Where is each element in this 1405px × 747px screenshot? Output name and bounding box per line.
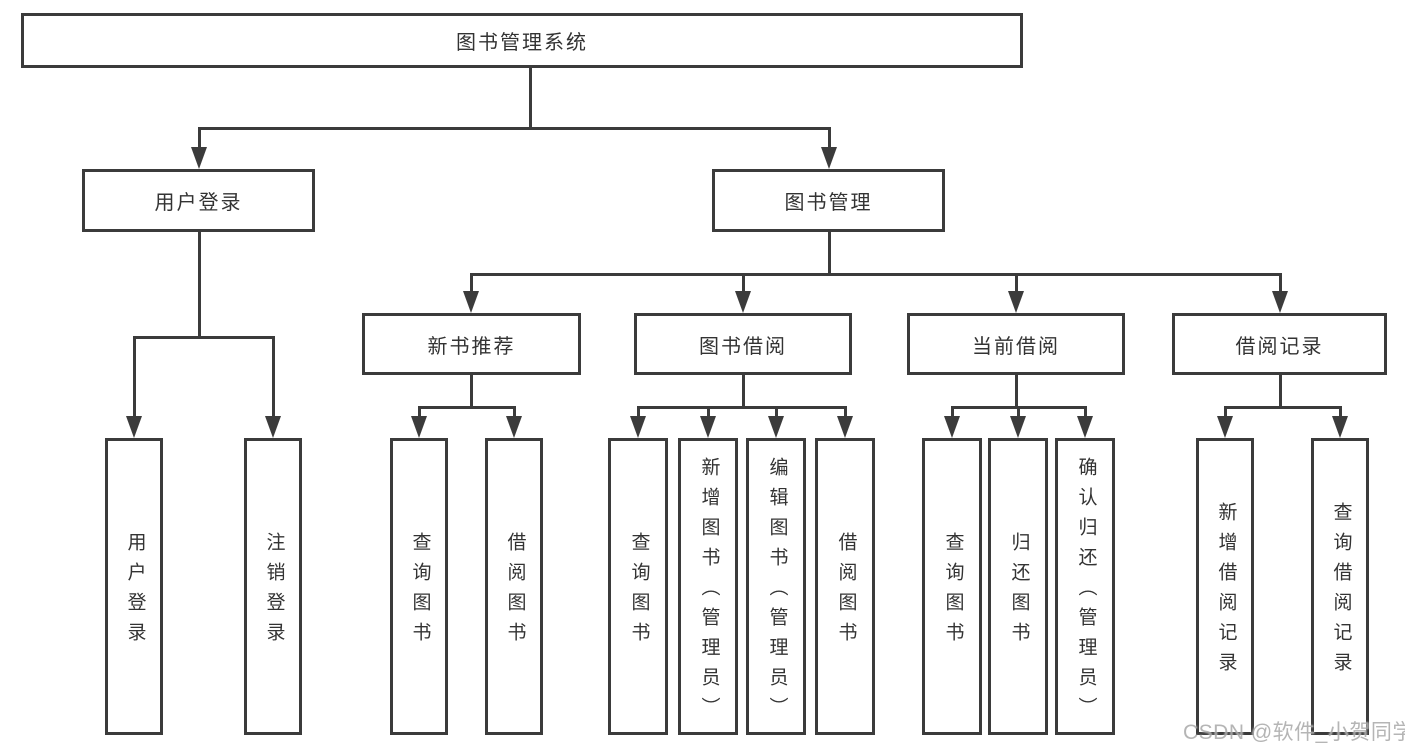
leaf-borrow-query-books: 查询图书	[608, 438, 668, 735]
arrowhead-down-icon	[506, 416, 522, 438]
connector-user-login-stem	[198, 232, 201, 336]
connector-current-borrow-stem	[1015, 375, 1018, 406]
node-label: 新书推荐	[427, 335, 516, 358]
arrowhead-down-icon	[700, 416, 716, 438]
arrowhead-down-icon	[1010, 416, 1026, 438]
connector-drop-leaf	[707, 406, 710, 422]
connector-book-mgmt-stem	[828, 232, 831, 273]
node-new-book-recommend: 新书推荐	[362, 313, 581, 375]
node-label: 图书管理	[784, 192, 873, 214]
connector-drop-leaf	[951, 406, 954, 422]
node-user-login: 用户登录	[82, 169, 315, 232]
connector-book-borrow-horizontal	[637, 406, 846, 409]
leaf-current-confirm-return-admin: 确认归还（管理员）	[1055, 438, 1115, 735]
connector-drop-leaf	[637, 406, 640, 422]
leaf-label: 查询图书	[409, 531, 431, 652]
arrowhead-down-icon	[837, 416, 853, 438]
connector-drop-leaf	[418, 406, 421, 422]
connector-drop-leaf	[272, 336, 275, 422]
connector-drop-leaf	[513, 406, 516, 422]
leaf-current-return-books: 归还图书	[988, 438, 1048, 735]
leaf-logout: 注销登录	[244, 438, 302, 735]
leaf-label: 查询借阅记录	[1330, 501, 1352, 682]
leaf-label: 借阅图书	[835, 531, 857, 652]
connector-drop-user-login	[198, 127, 201, 153]
leaf-label: 新增借阅记录	[1215, 501, 1237, 682]
connector-book-borrow-stem	[742, 375, 745, 406]
leaf-label: 注销登录	[263, 531, 285, 652]
leaf-current-query-books: 查询图书	[922, 438, 982, 735]
leaf-label: 用户登录	[124, 531, 146, 652]
node-root-library-management-system: 图书管理系统	[21, 13, 1023, 68]
leaf-label: 编辑图书（管理员）	[766, 456, 788, 727]
node-book-borrow: 图书借阅	[634, 313, 852, 375]
connector-drop-leaf	[1224, 406, 1227, 422]
arrowhead-down-icon	[265, 416, 281, 438]
connector-drop-leaf	[1017, 406, 1020, 422]
csdn-watermark: CSDN @软件_小贺同学	[1183, 721, 1405, 744]
leaf-user-login: 用户登录	[105, 438, 163, 735]
leaf-label: 归还图书	[1008, 531, 1030, 652]
connector-user-login-horizontal	[133, 336, 274, 339]
connector-root-stem	[529, 68, 532, 127]
arrowhead-down-icon	[1077, 416, 1093, 438]
arrowhead-down-icon	[944, 416, 960, 438]
arrowhead-down-icon	[735, 291, 751, 313]
connector-drop-book-mgmt	[828, 127, 831, 153]
leaf-borrow-borrow-books: 借阅图书	[815, 438, 875, 735]
connector-borrow-records-horizontal	[1224, 406, 1341, 409]
connector-drop-leaf	[1084, 406, 1087, 422]
arrowhead-down-icon	[1008, 291, 1024, 313]
connector-drop-leaf	[133, 336, 136, 422]
arrowhead-down-icon	[1332, 416, 1348, 438]
leaf-label: 确认归还（管理员）	[1075, 456, 1097, 727]
node-current-borrow: 当前借阅	[907, 313, 1125, 375]
arrowhead-down-icon	[768, 416, 784, 438]
node-borrow-records: 借阅记录	[1172, 313, 1387, 375]
arrowhead-down-icon	[411, 416, 427, 438]
leaf-borrow-edit-books-admin: 编辑图书（管理员）	[746, 438, 806, 735]
arrowhead-down-icon	[821, 147, 837, 169]
connector-drop-leaf	[844, 406, 847, 422]
node-label: 借阅记录	[1235, 335, 1324, 358]
connector-drop-leaf	[1339, 406, 1342, 422]
connector-drop-book-borrow	[742, 273, 745, 297]
leaf-records-add-record: 新增借阅记录	[1196, 438, 1254, 735]
arrowhead-down-icon	[191, 147, 207, 169]
arrowhead-down-icon	[126, 416, 142, 438]
connector-drop-current-borrow	[1015, 273, 1018, 297]
connector-new-book-horizontal	[418, 406, 515, 409]
arrowhead-down-icon	[1217, 416, 1233, 438]
arrowhead-down-icon	[630, 416, 646, 438]
connector-level1-horizontal	[198, 127, 831, 130]
leaf-label: 新增图书（管理员）	[698, 456, 720, 727]
leaf-borrow-add-books-admin: 新增图书（管理员）	[678, 438, 738, 735]
leaf-label: 查询图书	[628, 531, 650, 652]
leaf-newbook-borrow-books: 借阅图书	[485, 438, 543, 735]
arrowhead-down-icon	[463, 291, 479, 313]
node-label: 用户登录	[154, 192, 243, 214]
leaf-records-query-record: 查询借阅记录	[1311, 438, 1369, 735]
node-book-management: 图书管理	[712, 169, 945, 232]
connector-borrow-records-stem	[1279, 375, 1282, 406]
connector-drop-borrow-records	[1279, 273, 1282, 297]
connector-level2-horizontal	[470, 273, 1281, 276]
arrowhead-down-icon	[1272, 291, 1288, 313]
leaf-label: 借阅图书	[504, 531, 526, 652]
node-label: 图书借阅	[699, 335, 787, 358]
leaf-newbook-query-books: 查询图书	[390, 438, 448, 735]
connector-drop-leaf	[775, 406, 778, 422]
node-label: 当前借阅	[972, 335, 1060, 358]
connector-new-book-stem	[470, 375, 473, 406]
connector-drop-new-book	[470, 273, 473, 297]
leaf-label: 查询图书	[942, 531, 964, 652]
node-label: 图书管理系统	[456, 32, 588, 54]
